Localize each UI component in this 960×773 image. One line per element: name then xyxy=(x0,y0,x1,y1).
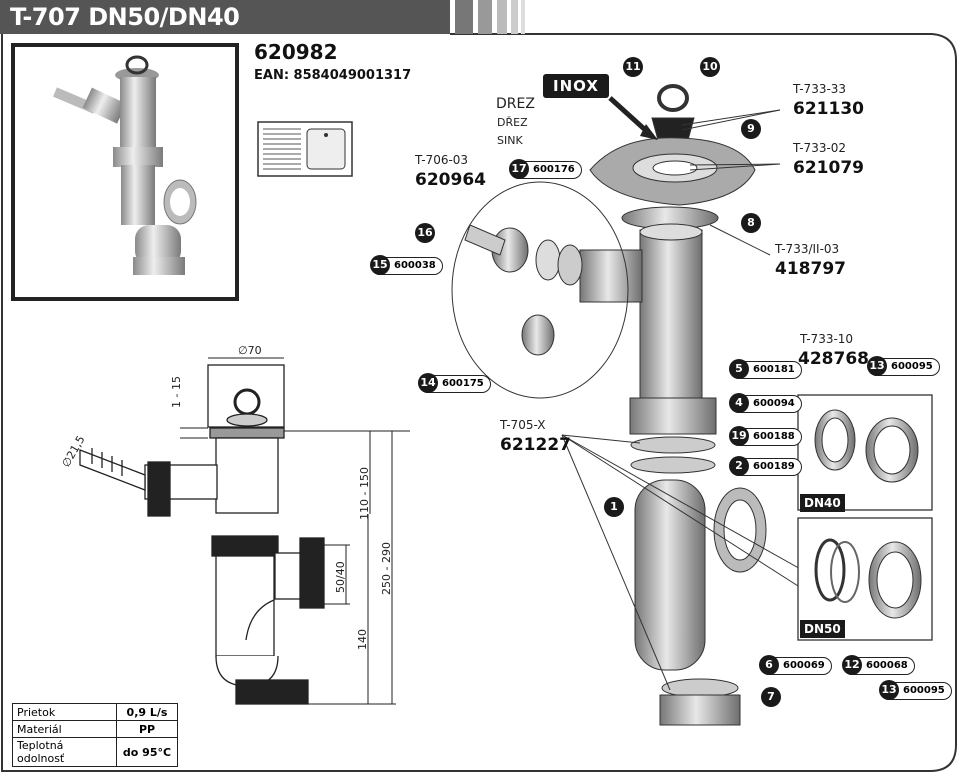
part-label: 14 600175 xyxy=(418,373,491,393)
sink-label: SINK xyxy=(497,134,523,147)
ref-model: T-733-10 xyxy=(800,332,854,346)
ref-code: 621130 xyxy=(793,99,864,119)
part-number: 15 xyxy=(370,255,390,275)
part-number: 4 xyxy=(729,393,749,413)
spec-label: Materiál xyxy=(12,720,117,738)
ref-model: T-733-02 xyxy=(793,141,847,155)
dimension-drawing: ∅70 1 - 15 ∅21,5 110 - 150 250 - 290 50/… xyxy=(59,344,410,705)
product-ean: EAN: 8584049001317 xyxy=(254,68,412,83)
siphon-photo-illustration xyxy=(53,55,197,275)
exploded-view xyxy=(451,84,933,726)
dim-gap: 1 - 15 xyxy=(170,376,183,408)
title-stripe xyxy=(511,0,518,34)
part-label: 13 600095 xyxy=(867,356,940,376)
part-code: 600189 xyxy=(753,461,795,472)
ref-code: 620964 xyxy=(415,170,486,190)
spec-value: PP xyxy=(116,720,178,738)
title-stripe xyxy=(521,0,525,34)
ref-code: 621079 xyxy=(793,158,864,178)
ref-model: T-733/II-03 xyxy=(775,242,840,256)
page-title: T-707 DN50/DN40 xyxy=(10,3,240,31)
callout-number: 11 xyxy=(623,57,643,77)
ref-model: T-706-03 xyxy=(415,153,469,167)
part-label: 13 600095 xyxy=(879,680,952,700)
dim-diameter-top: ∅70 xyxy=(238,344,262,357)
part-number: 13 xyxy=(879,680,899,700)
part-label: 5 600181 xyxy=(729,359,802,379)
ref-code: 621227 xyxy=(500,435,571,455)
part-number: 12 xyxy=(842,655,862,675)
part-number: 17 xyxy=(509,159,529,179)
dn50-label: DN50 xyxy=(800,620,845,638)
inox-label: INOX xyxy=(543,74,609,98)
dim-h3: 50/40 xyxy=(334,561,347,593)
part-code: 600094 xyxy=(753,398,795,409)
part-code: 600176 xyxy=(533,164,575,175)
part-code: 600188 xyxy=(753,431,795,442)
ref-code: 418797 xyxy=(775,259,846,279)
part-number: 14 xyxy=(418,373,438,393)
callout-number: 1 xyxy=(604,497,624,517)
part-label: 12 600068 xyxy=(842,655,915,675)
ref-code: 428768 xyxy=(798,349,869,369)
callout-number: 10 xyxy=(700,57,720,77)
spec-label: Prietok xyxy=(12,703,117,721)
part-number: 2 xyxy=(729,456,749,476)
part-number: 6 xyxy=(759,655,779,675)
table-row: Teplotná odolnosť do 95°C xyxy=(12,737,178,767)
callout-number: 8 xyxy=(741,213,761,233)
part-code: 600069 xyxy=(783,660,825,671)
ref-model: T-705-X xyxy=(500,418,546,432)
part-code: 600181 xyxy=(753,364,795,375)
part-number: 13 xyxy=(867,356,887,376)
part-code: 600038 xyxy=(394,260,436,271)
callout-number: 16 xyxy=(415,223,435,243)
spec-value: 0,9 L/s xyxy=(116,703,178,721)
callout-number: 9 xyxy=(741,119,761,139)
title-stripe xyxy=(497,0,507,34)
part-label: 4 600094 xyxy=(729,393,802,413)
part-code: 600175 xyxy=(442,378,484,389)
table-row: Prietok 0,9 L/s xyxy=(12,703,178,721)
ref-model: T-733-33 xyxy=(793,82,847,96)
part-label: 19 600188 xyxy=(729,426,802,446)
dim-h2: 250 - 290 xyxy=(380,542,393,595)
part-number: 5 xyxy=(729,359,749,379)
title-stripe xyxy=(455,0,473,34)
callout-number: 7 xyxy=(761,687,781,707)
part-label: 2 600189 xyxy=(729,456,802,476)
sink-icon xyxy=(257,121,353,177)
title-stripe xyxy=(478,0,492,34)
sink-label: DREZ xyxy=(496,96,535,112)
spec-value: do 95°C xyxy=(116,737,178,767)
part-code: 600068 xyxy=(866,660,908,671)
spec-label: Teplotná odolnosť xyxy=(12,737,117,767)
part-code: 600095 xyxy=(891,361,933,372)
dim-h1: 110 - 150 xyxy=(358,467,371,520)
title-bar: T-707 DN50/DN40 xyxy=(0,0,450,34)
dim-h4: 140 xyxy=(356,629,369,650)
product-code: 620982 xyxy=(254,40,338,64)
product-photo xyxy=(11,43,239,301)
spec-table: Prietok 0,9 L/s Materiál PP Teplotná odo… xyxy=(12,703,178,767)
sink-label: DŘEZ xyxy=(497,116,528,129)
table-row: Materiál PP xyxy=(12,720,178,738)
part-label: 15 600038 xyxy=(370,255,443,275)
dn40-label: DN40 xyxy=(800,494,845,512)
part-label: 6 600069 xyxy=(759,655,832,675)
part-label: 17 600176 xyxy=(509,159,582,179)
part-number: 19 xyxy=(729,426,749,446)
part-code: 600095 xyxy=(903,685,945,696)
